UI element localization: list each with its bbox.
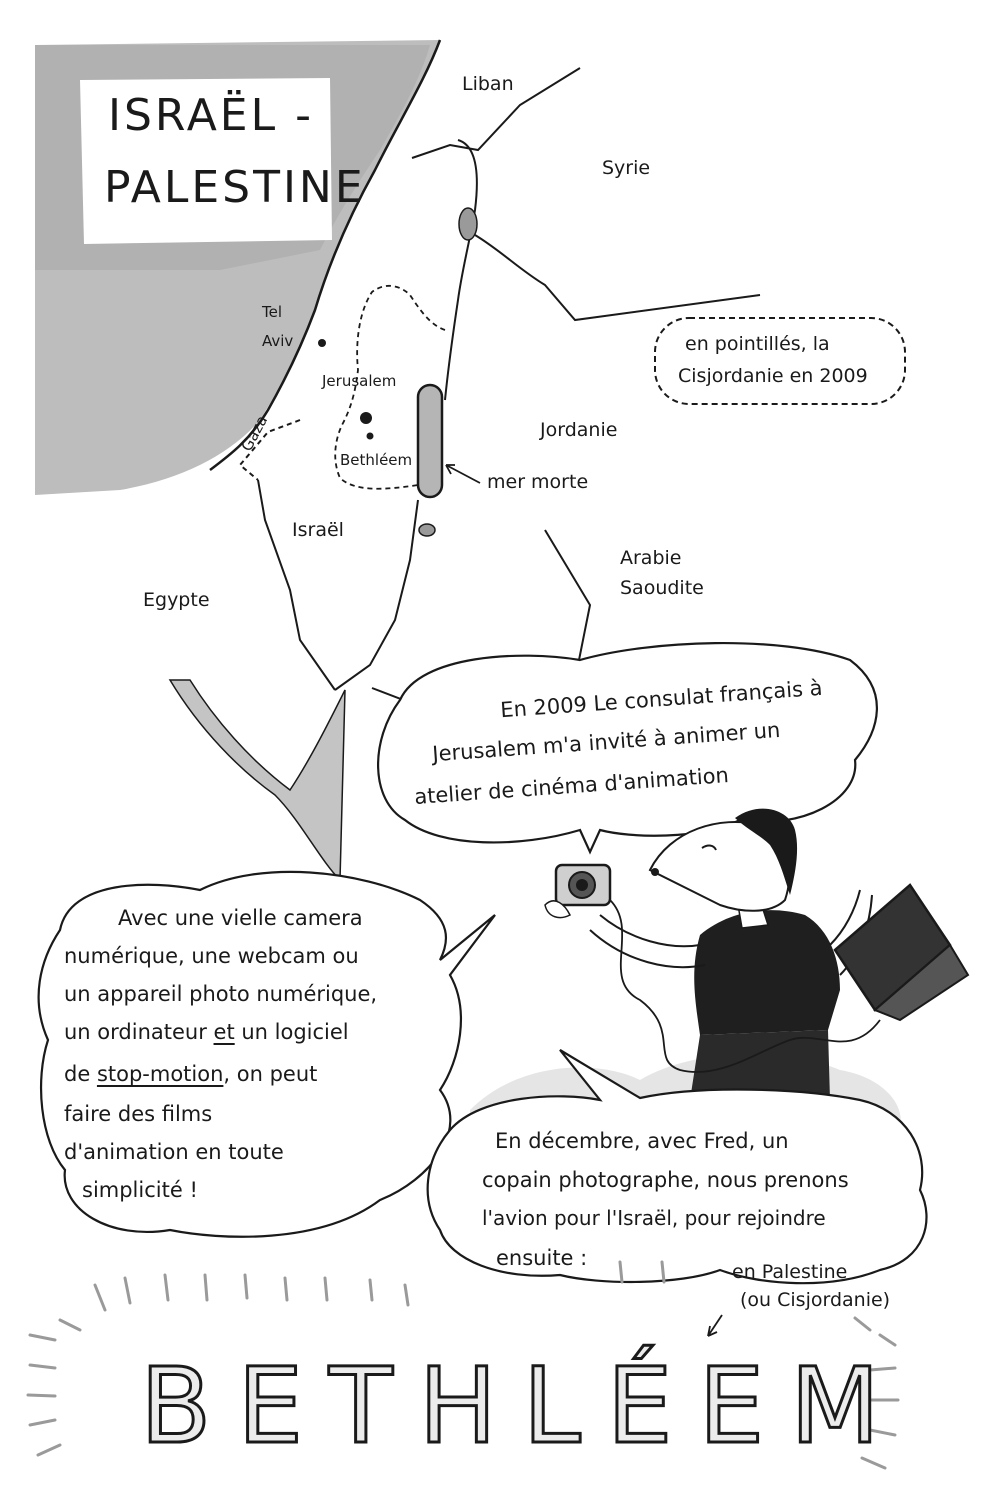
- map-title-line2: PALESTINE: [104, 162, 366, 213]
- character-illustration: [544, 808, 970, 1100]
- bubble-decembre-shape: [426, 1049, 928, 1285]
- label-israel: Israël: [292, 519, 344, 541]
- camera-line4-part1: un ordinateur: [64, 1020, 214, 1044]
- dead-sea-arrow: [445, 464, 481, 484]
- bubble-camera-line7: d'animation en toute: [64, 1140, 284, 1164]
- bubble-camera-line6: faire des films: [64, 1102, 213, 1126]
- label-liban: Liban: [462, 73, 514, 95]
- legend-line2: Cisjordanie en 2009: [678, 365, 868, 387]
- annotation-line2: (ou Cisjordanie): [740, 1289, 891, 1311]
- bubble-consulat-shape: [377, 641, 878, 855]
- label-jerusalem: Jerusalem: [322, 372, 397, 390]
- label-aviv: Aviv: [262, 332, 294, 350]
- jerusalem-dot: [360, 412, 372, 424]
- camera-line5-part3: , on peut: [223, 1062, 318, 1086]
- bubble-camera-line3: un appareil photo numérique,: [64, 982, 378, 1006]
- border-jordan-river: [444, 139, 478, 401]
- tel-aviv-dot: [318, 339, 326, 347]
- title-rays: [26, 1260, 900, 1470]
- bubble-decembre-line1: En décembre, avec Fred, un: [495, 1129, 789, 1153]
- coastline: [209, 39, 442, 471]
- red-sea-gulfs: [168, 679, 346, 882]
- camera-line4-et: et: [213, 1020, 235, 1044]
- bethleem-dot: [366, 432, 374, 440]
- label-bethleem: Bethléem: [340, 451, 413, 469]
- border-syria-jordan: [474, 234, 761, 322]
- label-egypte: Egypte: [143, 589, 210, 611]
- border-lebanon: [411, 67, 581, 159]
- bubble-decembre-line4: ensuite :: [496, 1246, 588, 1270]
- gaza-strip: [238, 419, 301, 481]
- legend-line1: en pointillés, la: [685, 333, 830, 355]
- annotation-arrow: [707, 1314, 723, 1337]
- bubble-camera-line2: numérique, une webcam ou: [64, 944, 359, 968]
- label-tel: Tel: [262, 303, 283, 321]
- bubble-camera-line1: Avec une vielle camera: [118, 906, 363, 930]
- page-title: BETHLÉEM: [139, 1344, 906, 1469]
- bubble-camera-line5: de stop-motion, on peut: [64, 1058, 317, 1091]
- label-arabie: Arabie: [620, 547, 682, 569]
- camera-line4-part3: un logiciel: [234, 1020, 349, 1044]
- sea-of-galilee: [458, 207, 478, 241]
- label-jordanie: Jordanie: [540, 419, 618, 441]
- bubble-camera-line4: un ordinateur et un logiciel: [64, 1016, 349, 1049]
- west-bank-outline: [334, 285, 446, 490]
- label-saoudite: Saoudite: [620, 577, 704, 599]
- dead-sea: [416, 383, 444, 499]
- annotation-line1: en Palestine: [732, 1261, 848, 1283]
- map-title-line1: ISRAËL -: [108, 90, 314, 141]
- legend-frame: [654, 317, 906, 405]
- label-syrie: Syrie: [602, 157, 651, 179]
- bubble-decembre-line3: l'avion pour l'Israël, pour rejoindre: [482, 1206, 826, 1230]
- border-egypt: [257, 479, 336, 691]
- label-mer-morte: mer morte: [487, 471, 589, 493]
- bubble-camera-line8: simplicité !: [82, 1178, 198, 1202]
- camera-line5-part1: de: [64, 1062, 97, 1086]
- bubble-decembre-line2: copain photographe, nous prenons: [482, 1168, 849, 1192]
- border-jordan-south: [334, 499, 419, 691]
- camera-line5-stop-motion: stop-motion: [96, 1062, 224, 1086]
